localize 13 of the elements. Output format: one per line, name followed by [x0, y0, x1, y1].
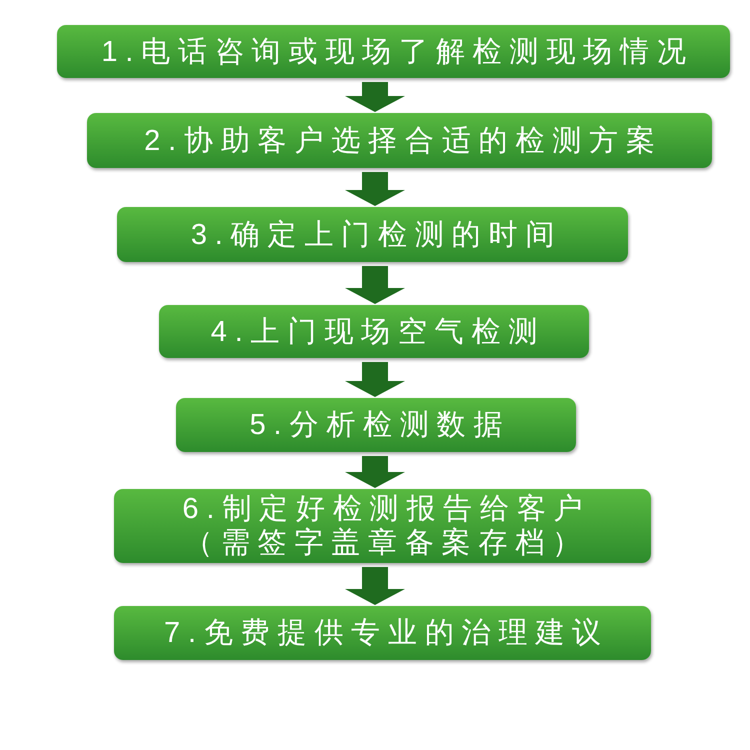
process-box: 1.电话咨询或现场了解检测现场情况 [57, 25, 730, 78]
arrow [345, 456, 405, 488]
process-box: 3.确定上门检测的时间 [117, 207, 628, 262]
arrow [345, 82, 405, 112]
process-box: 4.上门现场空气检测 [159, 305, 589, 358]
process-box: 7.免费提供专业的治理建议 [114, 606, 651, 660]
arrow [345, 172, 405, 206]
process-box: 5.分析检测数据 [176, 398, 576, 452]
process-box: 2.协助客户选择合适的检测方案 [87, 113, 712, 168]
arrow [345, 266, 405, 304]
process-box: 6.制定好检测报告给客户（需签字盖章备案存档） [114, 489, 651, 563]
arrow [345, 362, 405, 397]
arrow [345, 567, 405, 605]
